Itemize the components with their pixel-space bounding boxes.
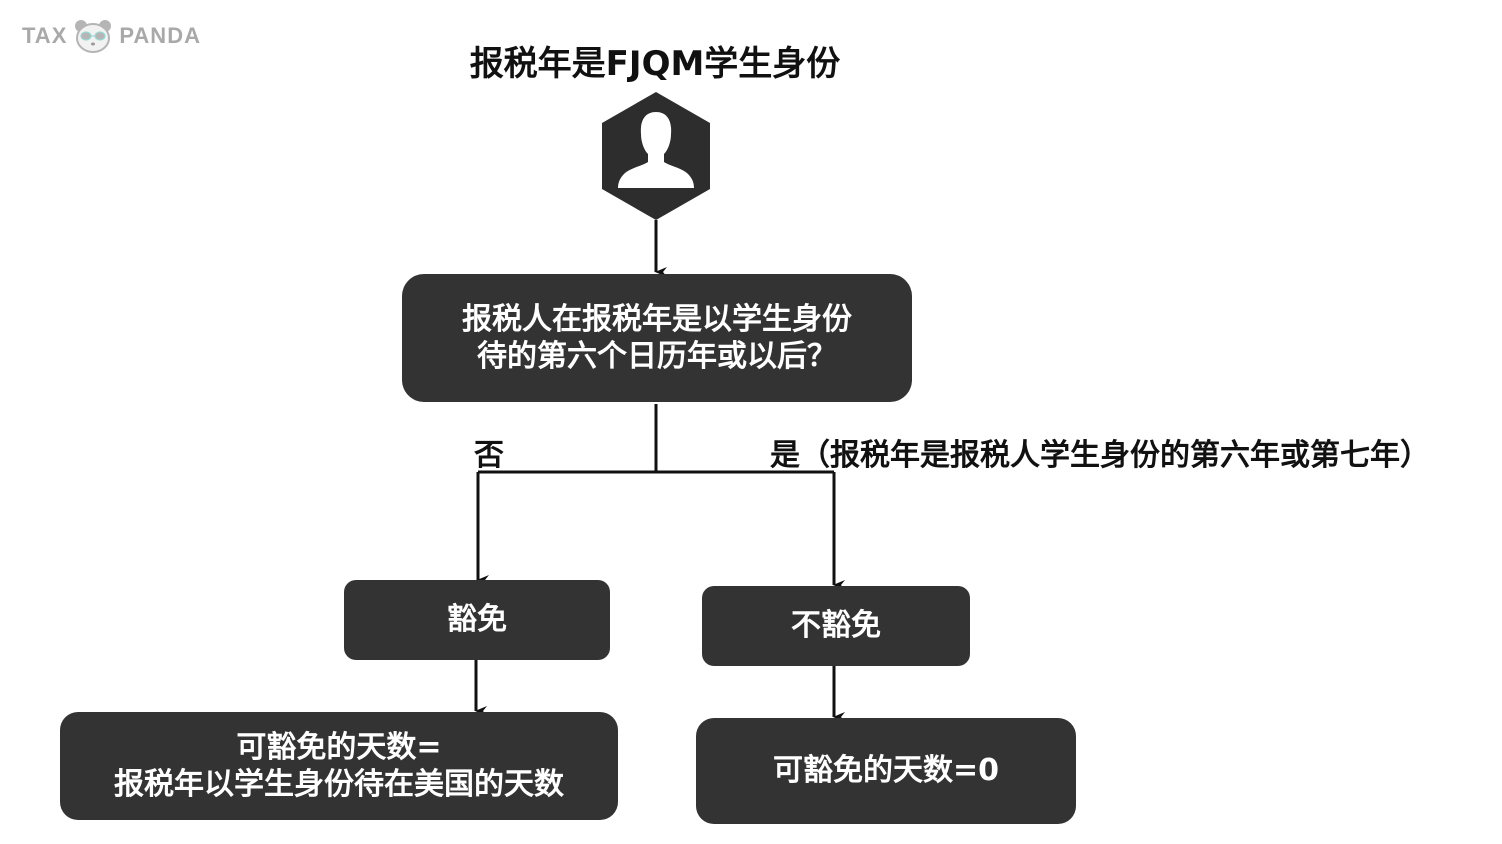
exempt-days-line-1: 可豁免的天数= <box>236 729 442 765</box>
exempt-days-line-2: 报税年以学生身份待在美国的天数 <box>114 767 564 802</box>
question-line-1: 报税人在报税年是以学生身份 <box>462 301 852 337</box>
not-exempt-label: 不豁免 <box>791 608 881 644</box>
tax-panda-logo: TAX PANDA <box>22 16 201 56</box>
branch-label-yes: 是（报税年是报税人学生身份的第六年或第七年） <box>770 438 1430 473</box>
question-line-2: 待的第六个日历年或以后？ <box>477 339 837 374</box>
question-node: 报税人在报税年是以学生身份 待的第六个日历年或以后？ <box>402 274 912 402</box>
person-icon <box>602 92 710 220</box>
zero-days-node: 可豁免的天数=0 <box>696 718 1076 824</box>
exempt-node: 豁免 <box>344 580 610 660</box>
person-silhouette <box>618 112 694 188</box>
exempt-label: 豁免 <box>447 602 507 638</box>
logo-text-tax: TAX <box>22 23 68 48</box>
exempt-days-node: 可豁免的天数= 报税年以学生身份待在美国的天数 <box>60 712 618 820</box>
panda-icon <box>75 20 112 53</box>
diagram-title: 报税年是FJQM学生身份 <box>469 44 841 84</box>
zero-days-label: 可豁免的天数=0 <box>772 753 999 789</box>
branch-label-no: 否 <box>474 438 504 473</box>
not-exempt-node: 不豁免 <box>702 586 970 666</box>
logo-text-panda: PANDA <box>119 23 201 48</box>
